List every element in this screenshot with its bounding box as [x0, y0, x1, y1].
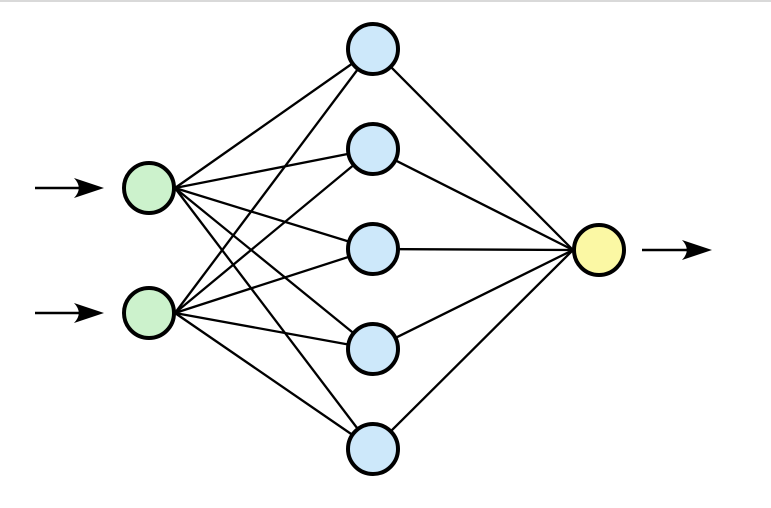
edge-h5-out1 — [372, 249, 574, 450]
output-arrow — [642, 240, 712, 260]
hidden-node-2 — [346, 122, 400, 176]
input-node-2 — [122, 286, 176, 340]
edge-in2-h2 — [174, 148, 374, 314]
hidden-node-4 — [346, 322, 400, 376]
edge-h4-out1 — [372, 248, 574, 351]
input-arrow-1-head — [74, 178, 104, 198]
hidden-node-1 — [346, 22, 400, 76]
window-top-border — [0, 0, 771, 2]
edge-h1-out1 — [372, 48, 574, 251]
input-arrow-2-head — [74, 303, 104, 323]
output-arrow-head — [682, 240, 712, 260]
edge-in1-h5 — [174, 187, 374, 450]
edge-in2-h3 — [174, 247, 374, 315]
edge-h2-out1 — [372, 147, 574, 252]
edge-h3-out1 — [372, 247, 574, 252]
edge-in1-h4 — [174, 187, 374, 350]
edge-in1-h3 — [174, 186, 374, 251]
hidden-node-5 — [346, 422, 400, 476]
edge-in1-h2 — [174, 147, 374, 190]
edge-in2-h4 — [174, 311, 374, 351]
output-node-1 — [572, 223, 626, 277]
input-arrow-2 — [35, 303, 104, 323]
edge-in2-h1 — [174, 48, 374, 314]
edge-in1-h1 — [174, 48, 374, 189]
input-node-1 — [122, 161, 176, 215]
input-arrow-1 — [35, 178, 104, 198]
edge-in2-h5 — [174, 312, 374, 450]
hidden-node-3 — [346, 222, 400, 276]
